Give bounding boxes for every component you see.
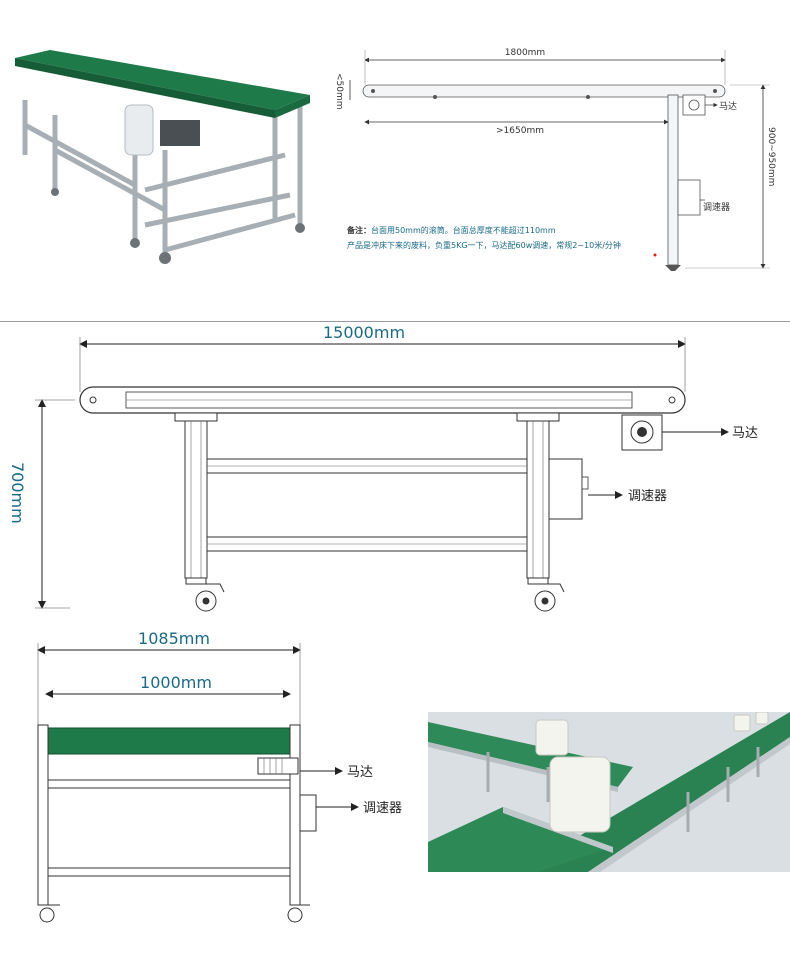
motor-label-small: 马达 bbox=[719, 100, 737, 112]
end-motor-label: 马达 bbox=[347, 765, 373, 780]
end-outer-width-label: 1085mm bbox=[138, 629, 210, 648]
inner-length-label: >1650mm bbox=[496, 126, 544, 136]
svg-text:备注：台面用50mm的滚筒。台面总厚度不能超过110mm: 备注：台面用50mm的滚筒。台面总厚度不能超过110mm bbox=[346, 225, 556, 235]
conveyor-photo-top bbox=[15, 50, 310, 264]
speed-label-small: 调速器 bbox=[703, 202, 730, 213]
note-prefix: 备注： bbox=[346, 225, 371, 235]
end-belt-width-label: 1000mm bbox=[140, 673, 212, 692]
side-height-label: 700mm bbox=[8, 462, 27, 524]
note-line-1: 台面用50mm的滚筒。台面总厚度不能超过110mm bbox=[371, 225, 556, 235]
side-speed-label: 调速器 bbox=[628, 489, 667, 504]
conveyor-photo-bottom bbox=[428, 712, 790, 872]
end-speed-label: 调速器 bbox=[363, 801, 402, 816]
side-motor-label: 马达 bbox=[732, 426, 758, 441]
top-dimension-drawing: 1800mm <50mm >1650mm 马达 调速器 900~950mm 备注… bbox=[334, 48, 776, 271]
thickness-label: <50mm bbox=[334, 73, 344, 110]
side-view-drawing: 15000mm 调速器 马达 700mm bbox=[8, 323, 758, 612]
end-view-drawing: 1085mm 1000mm 马达 调速器 bbox=[37, 629, 402, 923]
note-line-2: 产品是冲床下来的废料，负重5KG一下，马达配60w调速，常规2~10米/分钟 bbox=[347, 240, 621, 250]
height-label-small: 900~950mm bbox=[766, 127, 776, 186]
section-divider bbox=[0, 321, 790, 322]
side-length-label: 15000mm bbox=[323, 323, 405, 342]
top-length-label: 1800mm bbox=[505, 48, 545, 58]
